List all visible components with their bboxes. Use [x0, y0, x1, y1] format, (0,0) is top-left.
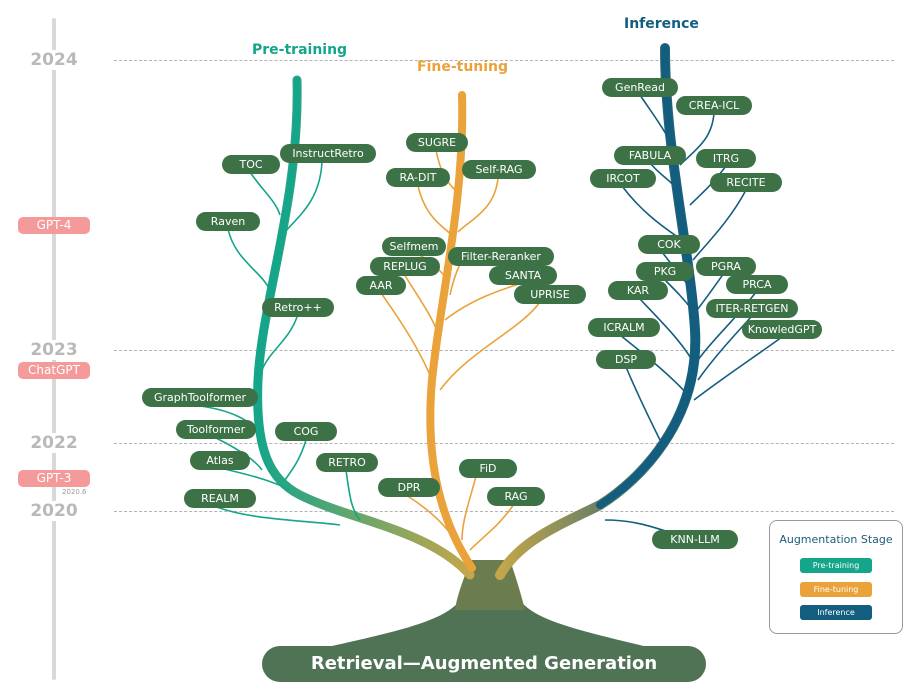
branch-pkg [663, 278, 693, 311]
branch-toc [249, 171, 281, 216]
branch-fid [461, 475, 477, 541]
node-fabula: FABULA [614, 146, 686, 165]
root-label: Retrieval—Augmented Generation [262, 646, 706, 682]
node-ra-dit: RA-DIT [386, 168, 450, 187]
branch-retro [345, 469, 361, 521]
node-santa: SANTA [489, 266, 557, 285]
node-icralm: ICRALM [588, 318, 660, 337]
branch-pgra [696, 272, 725, 311]
branch-santa [444, 282, 523, 321]
node-toolformer: Toolformer [176, 420, 256, 439]
node-prca: PRCA [726, 275, 788, 294]
node-cog: COG [275, 422, 337, 441]
year-label-2023: 2023 [18, 340, 90, 360]
legend-item-inference: Inference [800, 605, 872, 620]
branch-aar [380, 292, 433, 381]
branch-rag [469, 503, 515, 551]
node-crea-icl: CREA-ICL [676, 96, 752, 115]
node-aar: AAR [356, 276, 406, 295]
year-line-2022 [114, 443, 894, 444]
legend-box: Augmentation Stage Pre-training Fine-tun… [769, 520, 903, 634]
pretraining-trunk-top [254, 76, 301, 384]
node-filter-reranker: Filter-Reranker [448, 247, 554, 266]
branch-dpr [405, 494, 456, 541]
node-genread: GenRead [602, 78, 678, 97]
legend-title: Augmentation Stage [779, 533, 893, 546]
year-line-2020 [114, 511, 894, 512]
branch-itrg [689, 165, 727, 206]
node-ircot: IRCOT [590, 169, 656, 188]
branch-knowledgpt [693, 336, 783, 401]
stage-title-pretraining: Pre-training [252, 42, 348, 58]
year-label-2022: 2022 [18, 433, 90, 453]
node-replug: REPLUG [370, 257, 440, 276]
model-tag-chatgpt: ChatGPT [18, 362, 90, 379]
model-tag-gpt3: GPT-3 [18, 470, 90, 487]
node-itrg: ITRG [696, 149, 756, 168]
branch-kar [637, 296, 693, 361]
year-label-2024: 2024 [18, 50, 90, 70]
gpt3-date-label: 2020.6 [62, 488, 87, 496]
node-pgra: PGRA [696, 257, 756, 276]
stage-title-finetuning: Fine-tuning [417, 59, 509, 75]
node-self-rag: Self-RAG [462, 160, 536, 179]
branch-icralm [619, 334, 689, 396]
branch-filter-reranker [449, 263, 461, 296]
branch-fabula [649, 162, 679, 191]
branch-genread [639, 94, 673, 146]
branch-replug [403, 273, 441, 341]
stage-title-inference: Inference [624, 16, 699, 32]
node-selfmem: Selfmem [382, 237, 446, 256]
node-rag: RAG [487, 487, 545, 506]
branch-uprise [439, 301, 541, 391]
node-retro-pp: Retro++ [262, 298, 334, 317]
branch-recite [692, 189, 747, 261]
branch-dsp [625, 366, 661, 441]
inference-trunk-top [596, 44, 700, 509]
node-fid: FiD [459, 459, 517, 478]
node-recite: RECITE [710, 173, 782, 192]
branch-retro-pp [261, 313, 299, 371]
branch-ra-dit [417, 185, 453, 236]
node-graphtoolformer: GraphToolformer [142, 388, 258, 407]
year-label-2020: 2020 [18, 501, 90, 521]
node-knowledgpt: KnowledGPT [742, 320, 822, 339]
node-kar: KAR [608, 281, 668, 300]
branch-instructretro [281, 161, 323, 236]
year-line-2024 [114, 60, 894, 61]
node-dpr: DPR [378, 478, 440, 497]
node-realm: REALM [184, 489, 256, 508]
node-uprise: UPRISE [514, 285, 586, 304]
branch-cog [284, 439, 307, 481]
node-pkg: PKG [636, 262, 694, 281]
node-retro: RETRO [316, 453, 378, 472]
node-raven: Raven [196, 212, 260, 231]
year-line-2023 [114, 350, 894, 351]
node-cok: COK [638, 235, 700, 254]
node-dsp: DSP [596, 350, 656, 369]
model-tag-gpt4: GPT-4 [18, 217, 90, 234]
node-iter-retgen: ITER-RETGEN [706, 299, 798, 318]
branch-realm [213, 505, 341, 526]
legend-item-finetuning: Fine-tuning [800, 582, 872, 597]
branch-raven [227, 228, 271, 291]
node-atlas: Atlas [190, 451, 250, 470]
node-toc: TOC [222, 155, 280, 174]
legend-item-pretraining: Pre-training [800, 558, 872, 573]
branch-self-rag [457, 177, 499, 233]
node-instructretro: InstructRetro [280, 144, 376, 163]
node-knn-llm: KNN-LLM [652, 530, 738, 549]
node-sugre: SUGRE [406, 133, 468, 152]
